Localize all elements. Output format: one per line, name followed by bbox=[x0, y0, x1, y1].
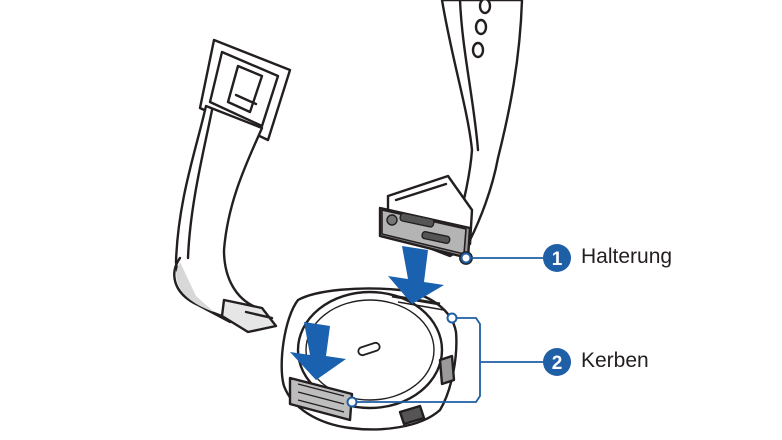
callout-label-halterung: Halterung bbox=[581, 245, 673, 268]
callout-lines bbox=[352, 257, 544, 403]
down-arrow-icon bbox=[388, 246, 444, 304]
left-strap-buckle-icon bbox=[173, 38, 292, 334]
callout-anchor-2a bbox=[446, 312, 458, 324]
callout-anchor-2b bbox=[346, 396, 358, 408]
callout-label-kerben: Kerben bbox=[581, 349, 649, 372]
callout-badge-2: 2 bbox=[543, 348, 571, 376]
watch-body-icon bbox=[280, 287, 458, 431]
callout-number-2: 2 bbox=[552, 353, 563, 374]
down-arrow-icon bbox=[290, 322, 346, 380]
watch-strap-pin-holes-icon bbox=[471, 0, 492, 59]
right-strap-icon bbox=[378, 0, 524, 265]
callout-number-1: 1 bbox=[552, 249, 563, 270]
callout-anchor-1 bbox=[460, 252, 472, 264]
callout-badge-1: 1 bbox=[543, 244, 571, 272]
